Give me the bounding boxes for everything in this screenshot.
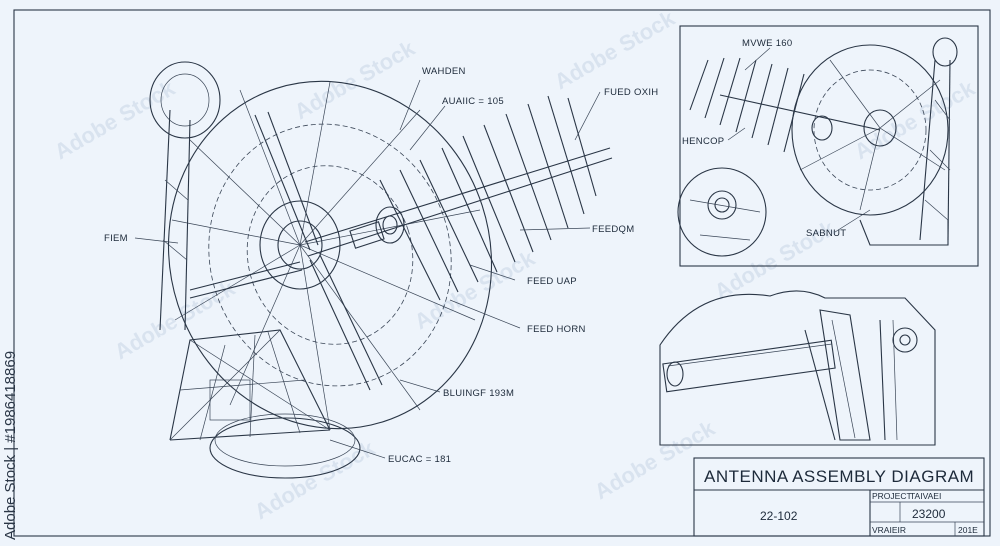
label-hencop: HENCOP (682, 136, 724, 147)
title-block-project-value: TAIVAEI (910, 491, 941, 501)
dish-hub (259, 200, 341, 290)
title-block-title: ANTENNA ASSEMBLY DIAGRAM (704, 467, 974, 486)
pedestal-base (209, 417, 361, 479)
label-feed-horn: FEED HORN (527, 324, 586, 335)
title-block-project-label: PROJECT (872, 491, 912, 501)
label-leaders (134, 79, 601, 459)
detail-panel-mid (659, 290, 936, 446)
label-mwe: MVWE 160 (742, 38, 792, 49)
sheet-border (13, 9, 991, 537)
label-feed-uap: FEED UAP (527, 276, 577, 287)
watermark: Adobe Stock (110, 275, 240, 364)
title-block-year: 201E (958, 525, 978, 535)
label-wahden: WAHDEN (422, 66, 466, 77)
pedestal-ring (214, 413, 356, 467)
main-antenna-drawing: WAHDEN AUAIIC = 105 FUED OXIH FIEM FEEDQ… (104, 61, 658, 479)
dish-struts (189, 111, 383, 391)
label-sabnut: SABNUT (806, 228, 846, 239)
label-eucac: EUCAC = 181 (388, 454, 451, 465)
watermark: Adobe Stock (290, 35, 420, 124)
dish-rim (167, 80, 493, 430)
label-fiem: FIEM (104, 233, 128, 244)
label-fued: FUED OXIH (604, 87, 658, 98)
label-feedqm: FEEDQM (592, 224, 634, 235)
inset-circle (677, 167, 767, 257)
detail-panel-mid-frame (659, 290, 936, 446)
watermark: Adobe Stock (590, 415, 720, 504)
dish-ribs (171, 81, 481, 431)
title-block-number: 22-102 (760, 509, 798, 523)
watermark-group: Adobe Stock Adobe Stock Adobe Stock Adob… (50, 5, 980, 524)
label-bluingf: BLUINGF 193M (443, 388, 514, 399)
detail-panel-top-frame (679, 25, 979, 267)
title-block-code: 23200 (912, 507, 946, 521)
label-auaiic: AUAIIC = 105 (442, 96, 504, 107)
stock-id-text: Adobe Stock | #1986418869 (2, 350, 19, 540)
lattice-tower (169, 329, 331, 441)
watermark: Adobe Stock (850, 75, 980, 164)
title-block-frame (693, 457, 985, 537)
watermark: Adobe Stock (410, 245, 540, 334)
title-block-version-label: VRAIEIR (872, 525, 906, 535)
watermark: Adobe Stock (550, 5, 680, 94)
title-block: ANTENNA ASSEMBLY DIAGRAM 22-102 PROJECT … (693, 457, 985, 537)
feed-boom (304, 147, 613, 257)
yagi-elements (379, 95, 597, 301)
detail-panel-top: MVWE 160 HENCOP SABNUT (677, 25, 979, 267)
rear-ring (149, 61, 221, 139)
watermark: Adobe Stock (50, 75, 180, 164)
